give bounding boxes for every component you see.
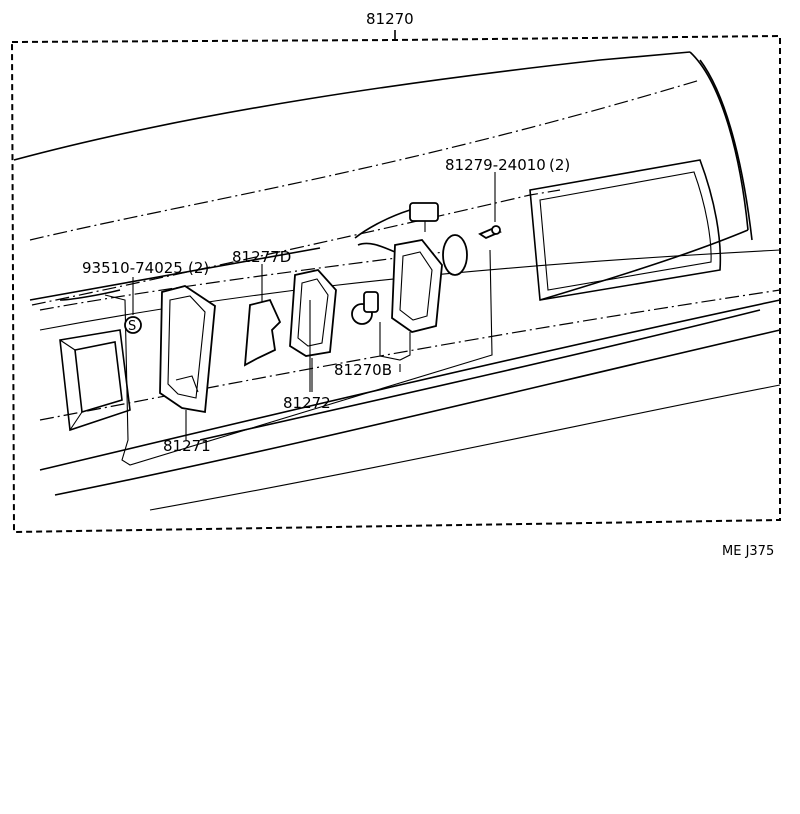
tailgate-body (13, 51, 781, 511)
gasket-81272 (289, 269, 337, 392)
leader-lines (309, 300, 401, 392)
label-93510-74025: 93510-74025 (82, 259, 183, 277)
bolt-81279-24010 (478, 172, 502, 240)
label-81270: 81270 (366, 10, 414, 28)
label-bolt-qty: (2) (549, 156, 570, 174)
bulb (351, 291, 379, 325)
diagram-code: ME J375 (722, 544, 774, 559)
label-81279-24010: 81279-24010 (445, 156, 546, 174)
cover-81277D (243, 264, 282, 367)
label-81271: 81271 (163, 437, 211, 455)
label-81277D: 81277D (232, 248, 291, 266)
socket-81270B (354, 202, 468, 361)
screw-93510-74025: S (124, 277, 142, 334)
screw-symbol: S (128, 319, 136, 334)
lens-81271 (159, 285, 216, 440)
assembly-boundary (10, 30, 781, 534)
label-81272: 81272 (283, 394, 331, 412)
label-screw-qty: (2) (188, 259, 209, 277)
label-81270B: 81270B (334, 361, 392, 379)
